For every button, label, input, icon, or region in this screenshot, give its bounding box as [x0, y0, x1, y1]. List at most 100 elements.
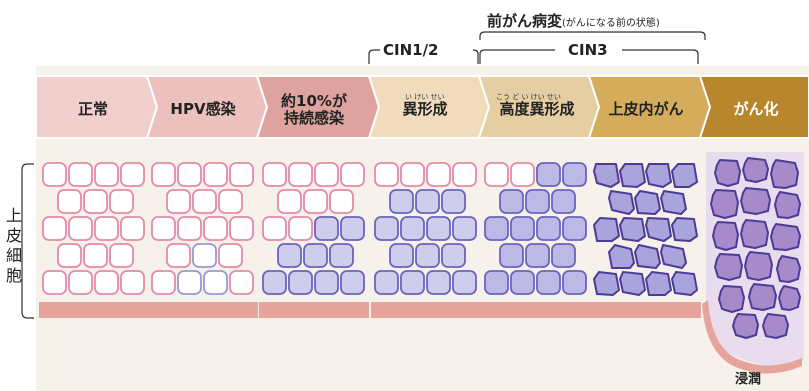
- cancer-cell: [732, 313, 759, 339]
- cell: [68, 216, 93, 241]
- cell: [57, 189, 82, 214]
- cell: [593, 163, 620, 188]
- cell: [288, 270, 313, 295]
- cell: [452, 162, 477, 187]
- cancer-cell: [718, 285, 745, 313]
- cancer-cell: [710, 189, 739, 219]
- cell: [389, 189, 414, 214]
- cell: [484, 162, 509, 187]
- cancer-cell: [770, 223, 801, 251]
- basement-membrane: [371, 302, 481, 318]
- cancer-cell: [712, 221, 739, 251]
- cell: [314, 270, 339, 295]
- cell: [57, 243, 82, 268]
- cell: [510, 162, 535, 187]
- cancer-cell: [770, 159, 799, 189]
- cell: [192, 243, 217, 268]
- cell: [151, 162, 176, 187]
- cell: [68, 270, 93, 295]
- cell: [484, 270, 509, 295]
- cell: [634, 244, 661, 269]
- cell: [277, 189, 302, 214]
- cell: [314, 162, 339, 187]
- cell: [452, 270, 477, 295]
- cell: [218, 189, 243, 214]
- cin12-bracket: [368, 49, 479, 64]
- cell: [329, 189, 354, 214]
- cell: [109, 243, 134, 268]
- cancer-cell: [774, 191, 801, 219]
- cell: [452, 216, 477, 241]
- cell: [340, 270, 365, 295]
- cin3-bracket: [479, 49, 699, 64]
- cell: [203, 162, 228, 187]
- cell: [177, 162, 202, 187]
- cell: [645, 271, 672, 296]
- invasion-label: 浸潤: [735, 372, 762, 387]
- stage-arrow-6: [698, 75, 809, 139]
- cell: [593, 217, 620, 242]
- cin12-label: CIN1/2: [383, 41, 439, 59]
- cell: [415, 243, 440, 268]
- cell: [177, 270, 202, 295]
- cell: [120, 270, 145, 295]
- cell: [536, 270, 561, 295]
- cell: [314, 216, 339, 241]
- cell: [441, 189, 466, 214]
- cell: [166, 189, 191, 214]
- cell: [671, 217, 698, 242]
- cell: [619, 217, 646, 242]
- cell: [660, 190, 687, 215]
- cell: [192, 189, 217, 214]
- cancer-cell: [776, 255, 801, 283]
- cell: [562, 162, 587, 187]
- cell: [619, 163, 646, 188]
- cancer-cell: [742, 157, 769, 183]
- cell: [525, 189, 550, 214]
- cancer-cell: [714, 253, 743, 281]
- cell: [671, 163, 698, 188]
- basement-membrane: [481, 302, 591, 318]
- epithelial-cells-label: 上 皮 細 胞: [5, 206, 22, 285]
- cell: [229, 162, 254, 187]
- cell: [94, 162, 119, 187]
- cell: [177, 216, 202, 241]
- cell: [671, 271, 698, 296]
- stage-normal: 正常: [77, 100, 108, 118]
- cell: [510, 216, 535, 241]
- cell: [42, 270, 67, 295]
- cancer-cell: [748, 283, 777, 311]
- cell: [109, 189, 134, 214]
- cell: [42, 216, 67, 241]
- cell: [400, 162, 425, 187]
- cell: [551, 243, 576, 268]
- cell: [151, 216, 176, 241]
- cell: [83, 243, 108, 268]
- cell: [262, 162, 287, 187]
- cell: [374, 216, 399, 241]
- cell: [400, 270, 425, 295]
- cell: [120, 162, 145, 187]
- cancer-cell: [762, 313, 789, 339]
- cell: [277, 243, 302, 268]
- cell: [229, 270, 254, 295]
- cell: [288, 162, 313, 187]
- cell: [262, 216, 287, 241]
- cell: [536, 216, 561, 241]
- cell: [94, 216, 119, 241]
- cell: [645, 217, 672, 242]
- cell: [536, 162, 561, 187]
- cell: [229, 216, 254, 241]
- cell: [203, 216, 228, 241]
- cancer-cell: [740, 219, 769, 249]
- cell: [510, 270, 535, 295]
- cell: [426, 162, 451, 187]
- cell: [389, 243, 414, 268]
- cell: [499, 189, 524, 214]
- cell: [426, 270, 451, 295]
- precancer-title-main: 前がん病変: [487, 12, 563, 30]
- cell: [562, 216, 587, 241]
- cell: [151, 270, 176, 295]
- cell: [484, 216, 509, 241]
